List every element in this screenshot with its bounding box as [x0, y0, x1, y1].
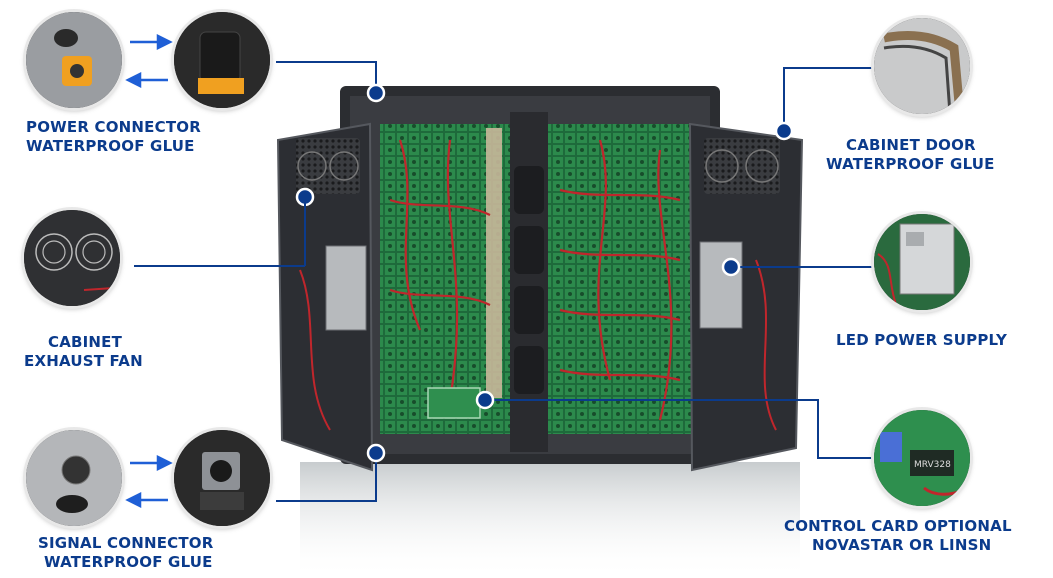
- led-module-right: [548, 124, 698, 434]
- inset-signal-connector-open: [26, 430, 122, 526]
- inset-cabinet-door: [874, 18, 970, 114]
- callout-dots: [295, 83, 794, 463]
- connector-arrows: [125, 33, 173, 509]
- label-led-power-supply: LED POWER SUPPLY: [836, 331, 1008, 349]
- inset-control-card: MRV328: [874, 410, 970, 506]
- cabinet-left-door: [276, 122, 374, 472]
- floor-reflection: [300, 462, 800, 578]
- dot-signal-connector: [366, 443, 386, 463]
- dot-power-supply: [721, 257, 741, 277]
- cabinet-right-door: [688, 122, 804, 472]
- label-signal-connector: SIGNAL CONNECTOR WATERPROOF GLUE: [38, 534, 214, 571]
- dot-power-connector: [366, 83, 386, 103]
- right-power-supply-unit: [699, 241, 743, 329]
- inset-led-power-supply: [874, 214, 970, 310]
- left-door-fan-panel: [296, 138, 360, 194]
- inset-power-connector-open: [26, 12, 122, 108]
- label-cabinet-exhaust-fan: CABINET EXHAUST FAN: [24, 333, 143, 370]
- red-cables: [389, 139, 681, 421]
- ribbon-cable: [486, 128, 502, 398]
- label-control-card: CONTROL CARD OPTIONAL NOVASTAR OR LINSN: [784, 517, 1012, 554]
- control-card: [427, 387, 481, 419]
- dot-control-card: [475, 390, 495, 410]
- chip-label: MRV328: [914, 460, 951, 470]
- label-cabinet-door: CABINET DOOR WATERPROOF GLUE: [826, 136, 995, 173]
- inset-exhaust-fan: [24, 210, 120, 306]
- callout-lines: [134, 61, 876, 502]
- dot-cabinet-door: [774, 121, 794, 141]
- label-power-connector: POWER CONNECTOR WATERPROOF GLUE: [26, 118, 201, 155]
- inset-power-connector-closed: [174, 12, 270, 108]
- left-power-supply-unit: [325, 245, 367, 331]
- inset-signal-connector-closed: [174, 430, 270, 526]
- right-door-fan-panel: [704, 138, 780, 194]
